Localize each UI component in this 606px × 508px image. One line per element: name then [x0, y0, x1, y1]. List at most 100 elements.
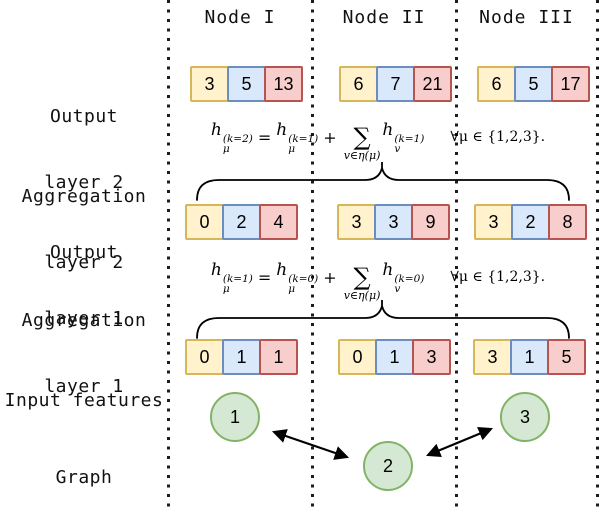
math-superscript: (k=1)	[394, 132, 425, 145]
graph-node-label: 3	[519, 406, 530, 427]
feature-cell: 1	[510, 339, 549, 375]
feature-cell: 3	[412, 339, 451, 375]
math-subscript: μ	[222, 283, 230, 295]
graph-node-2: 2	[363, 441, 413, 491]
formula-neighbor-term: h(k=1)v	[382, 120, 424, 155]
math-symbol: h	[382, 259, 394, 280]
vector-output2-node3: 6 5 17	[477, 66, 590, 102]
column-header-node-3: Node III	[479, 7, 574, 28]
feature-cell: 7	[376, 66, 415, 102]
math-symbol: h	[210, 259, 222, 280]
vector-output2-node2: 6 7 21	[339, 66, 452, 102]
summation-limit: v∈η(μ)	[343, 149, 381, 162]
feature-cell: 3	[190, 66, 229, 102]
forall-clause: ∀μ ∈ {1,2,3}.	[450, 129, 546, 145]
feature-cell: 3	[337, 204, 376, 240]
math-subscript: v	[394, 283, 401, 295]
graph-node-3: 3	[500, 392, 550, 442]
math-subscript: μ	[288, 283, 296, 295]
feature-cell: 0	[338, 339, 377, 375]
feature-cell: 0	[185, 339, 224, 375]
sigma-symbol: ∑	[353, 123, 371, 151]
math-superscript: (k=1)	[288, 132, 319, 145]
edge-arrow-2-3	[426, 427, 493, 457]
math-subscript: μ	[222, 143, 230, 155]
forall-clause: ∀μ ∈ {1,2,3}.	[450, 269, 546, 285]
formula-lhs: h(k=1)μ	[211, 260, 253, 295]
summation: ∑v∈η(μ)	[343, 123, 381, 162]
math-subscript: μ	[288, 143, 296, 155]
feature-cell: 4	[259, 204, 298, 240]
feature-cell: 21	[413, 66, 452, 102]
plus-sign: +	[323, 267, 337, 287]
feature-cell: 6	[339, 66, 378, 102]
feature-cell: 2	[222, 204, 261, 240]
row-label-input-features: Input features	[0, 346, 168, 456]
sigma-symbol: ∑	[353, 263, 371, 291]
math-symbol: h	[276, 259, 288, 280]
summation: ∑v∈η(μ)	[343, 263, 381, 302]
column-divider	[311, 0, 314, 508]
column-divider	[596, 0, 599, 508]
feature-cell: 0	[185, 204, 224, 240]
row-label-line: Aggregation	[21, 310, 147, 331]
math-symbol: h	[382, 119, 394, 140]
vector-output1-node1: 0 2 4	[185, 204, 298, 240]
feature-cell: 5	[227, 66, 266, 102]
math-symbol: h	[276, 119, 288, 140]
row-label-output-layer-2: Output layer 2	[0, 62, 168, 238]
aggregation-formula-layer1: h(k=1)μ = h(k=0)μ + ∑v∈η(μ) h(k=0)v ∀μ ∈…	[178, 250, 578, 304]
feature-cell: 17	[551, 66, 590, 102]
feature-cell: 3	[473, 339, 512, 375]
feature-cell: 5	[514, 66, 553, 102]
feature-cell: 1	[375, 339, 414, 375]
plus-sign: +	[323, 127, 337, 147]
feature-cell: 3	[374, 204, 413, 240]
feature-cell: 5	[547, 339, 586, 375]
equals-sign: =	[257, 127, 272, 147]
row-label-aggregation-layer-2: Aggregation layer 2	[0, 142, 168, 318]
column-header-node-1: Node I	[204, 7, 276, 28]
vector-output1-node2: 3 3 9	[337, 204, 450, 240]
feature-cell: 1	[259, 339, 298, 375]
formula-neighbor-term: h(k=0)v	[382, 260, 424, 295]
math-superscript: (k=2)	[222, 132, 253, 145]
math-symbol: h	[210, 119, 222, 140]
row-label-line: layer 1	[44, 308, 124, 329]
row-label-graph: Graph	[0, 423, 168, 508]
equals-sign: =	[257, 267, 272, 287]
math-superscript: (k=0)	[394, 272, 425, 285]
math-subscript: v	[394, 143, 401, 155]
row-label-line: Graph	[55, 467, 113, 488]
row-label-output-layer-1: Output layer 1	[0, 198, 168, 374]
formula-self-term: h(k=0)μ	[276, 260, 318, 295]
feature-cell: 3	[474, 204, 513, 240]
row-label-line: Input features	[4, 390, 164, 411]
vector-input-node3: 3 1 5	[473, 339, 586, 375]
row-label-line: Aggregation	[21, 186, 147, 207]
summation-limit: v∈η(μ)	[343, 289, 381, 302]
math-superscript: (k=1)	[222, 272, 253, 285]
feature-cell: 1	[222, 339, 261, 375]
row-label-line: layer 2	[44, 252, 124, 273]
feature-cell: 2	[511, 204, 550, 240]
formula-lhs: h(k=2)μ	[211, 120, 253, 155]
vector-input-node1: 0 1 1	[185, 339, 298, 375]
feature-cell: 13	[264, 66, 303, 102]
row-label-aggregation-layer-1: Aggregation layer 1	[0, 266, 168, 442]
column-divider	[455, 0, 458, 508]
vector-output2-node1: 3 5 13	[190, 66, 303, 102]
math-superscript: (k=0)	[288, 272, 319, 285]
feature-cell: 6	[477, 66, 516, 102]
aggregation-formula-layer2: h(k=2)μ = h(k=1)μ + ∑v∈η(μ) h(k=1)v ∀μ ∈…	[178, 110, 578, 164]
row-label-line: layer 2	[44, 172, 124, 193]
column-divider	[167, 0, 170, 508]
row-label-line: layer 1	[44, 376, 124, 397]
feature-cell: 8	[548, 204, 587, 240]
graph-node-label: 1	[229, 406, 240, 427]
feature-cell: 9	[411, 204, 450, 240]
column-header-node-2: Node II	[342, 7, 426, 28]
vector-input-node2: 0 1 3	[338, 339, 451, 375]
row-label-line: Output	[49, 106, 119, 127]
